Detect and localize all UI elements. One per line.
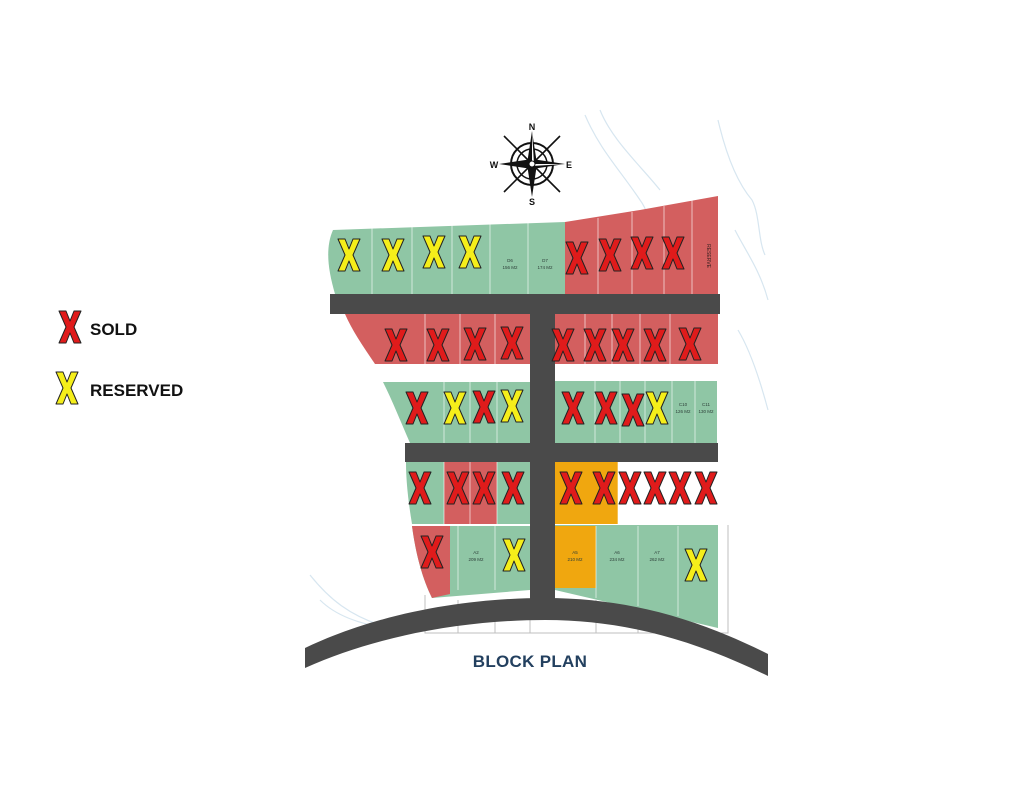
reserved-marker [443,391,467,425]
sold-marker [611,328,635,362]
road-north [330,294,720,314]
lot-label-id: A5 [572,550,578,555]
sold-legend-mark [58,310,82,344]
lot-status-markers [337,235,718,582]
sold-marker [694,471,718,505]
compass-west-label: W [490,160,499,170]
sold-marker [598,238,622,272]
lot-label-id: A7 [654,550,660,555]
road-south-curve [305,598,768,676]
legend: SOLD RESERVED [0,0,260,440]
sold-marker [446,471,470,505]
sold-marker [551,328,575,362]
lot-label-area: 209 M2 [468,557,484,562]
sold-marker [405,391,429,425]
sold-marker [661,236,685,270]
compass-east-label: E [566,160,572,170]
reserved-legend-icon [55,371,79,405]
lot-row-top-green [328,222,565,294]
sold-marker [384,328,408,362]
reserved-legend-mark [55,371,79,405]
reserved-marker [458,235,482,269]
sold-marker [565,241,589,275]
sold-marker [426,328,450,362]
lot-label-id: A2 [473,550,479,555]
compass-rose-icon [499,131,565,197]
sold-marker [643,328,667,362]
sold-marker [618,471,642,505]
reserved-legend-label: RESERVED [90,381,184,400]
sold-legend-icon [58,310,82,344]
sold-marker [408,471,432,505]
lot-label-id: C11 [702,402,710,407]
reserved-marker [381,238,405,272]
sold-marker [500,326,524,360]
background-contours [309,109,769,629]
lot-label-area: 234 M2 [609,557,625,562]
road-central-spine [530,294,555,610]
sold-marker [594,391,618,425]
lot-label-area: 174 M2 [537,265,553,270]
reserve-label: RESERVE [705,244,711,268]
lot-label-area: 262 M2 [649,557,665,562]
reserved-marker [502,538,526,572]
lot-label-id: D6 [507,258,513,263]
sold-marker [463,327,487,361]
compass-south-label: S [529,197,535,207]
sold-marker [561,391,585,425]
reserved-marker [337,238,361,272]
lot-dividers [371,200,696,616]
sold-marker [501,471,525,505]
reserved-marker [500,389,524,423]
lot-on-hold-a5 [555,526,596,588]
lot-label-area: 130 M2 [698,409,714,414]
lot-label-area: 210 M2 [567,557,583,562]
sold-marker [643,471,667,505]
sold-marker [592,471,616,505]
sold-marker [420,535,444,569]
sold-marker [583,328,607,362]
sold-marker [678,327,702,361]
sold-marker [630,236,654,270]
block-plan-title: BLOCK PLAN [472,652,588,671]
sold-marker [668,471,692,505]
lot-label-id: D7 [542,258,548,263]
road-middle [405,443,718,462]
sold-marker [472,471,496,505]
lot-label-area: 156 M2 [502,265,518,270]
sold-marker [621,393,645,427]
sold-marker [559,471,583,505]
sold-marker [472,390,496,424]
reserved-marker [422,235,446,269]
sold-legend-label: SOLD [90,320,138,339]
lot-label-id: C10 [679,402,688,407]
reserved-marker [684,548,708,582]
lot-label-id: A6 [614,550,620,555]
lot-row-a-red-corner [412,526,450,598]
roads [305,294,768,676]
lot-label-area: 126 M2 [675,409,691,414]
reserved-marker [645,391,669,425]
legend-marks [55,310,82,405]
compass-north-label: N [529,122,536,132]
